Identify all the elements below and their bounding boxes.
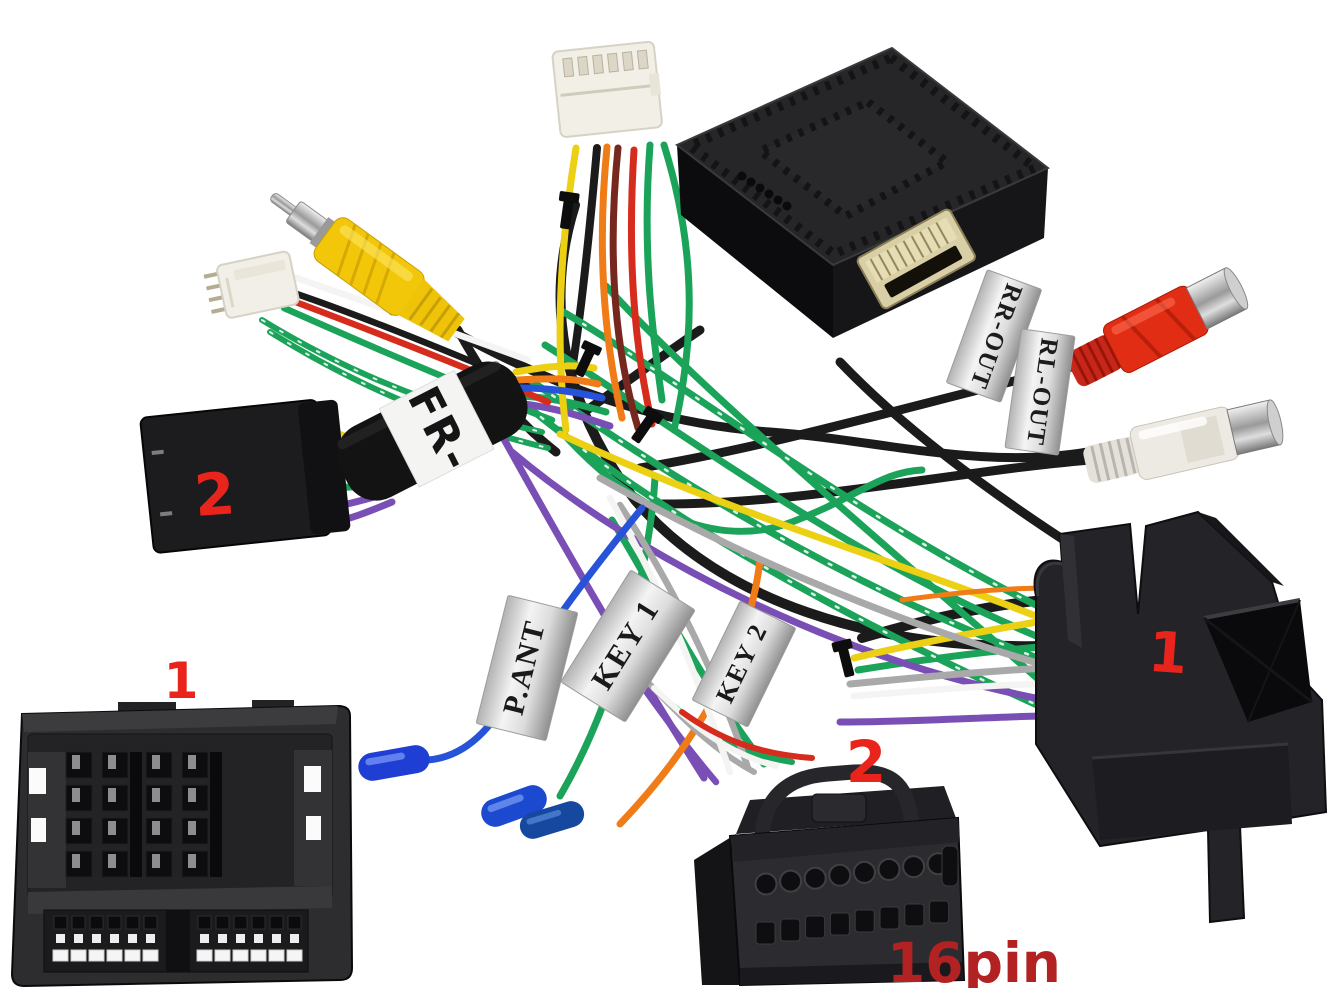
- control-box-texture-outer: [681, 52, 1044, 260]
- cap-orange-wire: [519, 801, 585, 839]
- marker-iso-connector: 2: [192, 459, 237, 530]
- pin-holes-square: [755, 900, 950, 945]
- quadlock-connector-face: [10, 700, 354, 988]
- latch-button: [811, 793, 867, 823]
- control-box: [675, 46, 1050, 338]
- tag-key1: KEY 1: [561, 570, 695, 722]
- pin-grid: [65, 751, 209, 878]
- marker-quadlock-left: 1: [164, 652, 199, 710]
- connector-shell: [1033, 510, 1328, 924]
- rca-plug-yellow: [270, 193, 465, 342]
- white-4pin-connector: [203, 250, 300, 319]
- bundle-label: [378, 369, 495, 488]
- green-wire-stripes: [261, 308, 1050, 712]
- wire-bundle-wrap: FR-: [336, 361, 528, 501]
- side-notches: [29, 766, 321, 842]
- connector-latch: [754, 764, 920, 846]
- tag-sticker: [561, 570, 695, 722]
- white-multipin-connector: [551, 40, 663, 138]
- lower-pins: [52, 915, 303, 962]
- marker-16pin-connector: 2: [846, 728, 886, 796]
- marker-quadlock-right: 1: [1146, 620, 1189, 688]
- tag-sticker: [692, 601, 796, 727]
- rca-jack-red: [1066, 267, 1249, 387]
- wire-end-caps: [358, 745, 585, 839]
- connector-pins: [203, 271, 228, 314]
- tag-p-ant: P.ANT: [476, 595, 578, 741]
- iso-connector-left: 2: [139, 399, 351, 554]
- white-wires: [281, 270, 1054, 776]
- pin-count-caption: 16pin: [887, 931, 1061, 988]
- connector-wire-exit: [297, 399, 351, 535]
- tag-rl-out: RL-OUT: [1004, 328, 1076, 456]
- rca-collar: [309, 217, 337, 249]
- cap-blue-wire: [358, 745, 430, 781]
- cap-green-wire: [481, 785, 547, 827]
- control-box-left-side: [677, 145, 833, 338]
- connector-slots: [562, 49, 649, 78]
- tag-sticker: [476, 595, 578, 741]
- rca-jack-white: [1083, 399, 1284, 483]
- control-box-vent-dots: [737, 171, 792, 211]
- control-box-texture-inner: [752, 97, 955, 221]
- tag-sticker: [1004, 328, 1076, 456]
- quadlock-connector-rear: 1: [1033, 510, 1328, 924]
- control-box-port: [856, 208, 976, 310]
- head-unit-16pin-connector: [694, 764, 966, 987]
